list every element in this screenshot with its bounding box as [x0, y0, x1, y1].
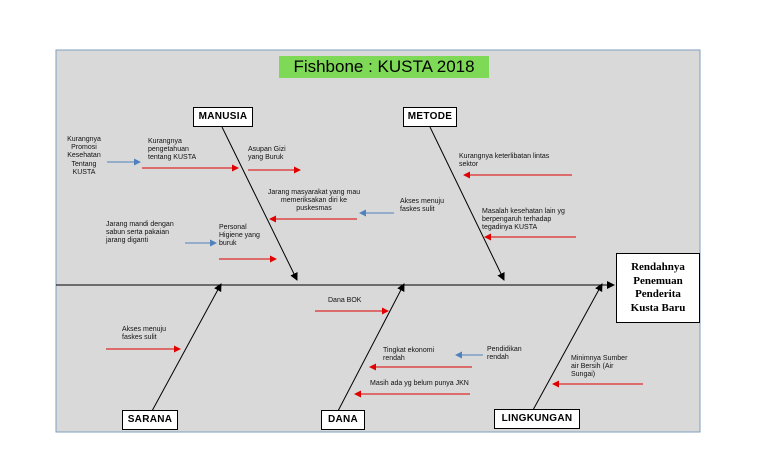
cause-kesehatan: Masalah kesehatan lain yg berpengaruh te…: [482, 208, 565, 232]
cause-mandi: Jarang mandi dengan sabun serta pakaian …: [106, 221, 174, 245]
bone-lingkungan: [532, 283, 603, 411]
cause-gizi: Asupan Gizi yang Buruk: [248, 146, 286, 162]
bone-metode: [429, 126, 505, 281]
bone-manusia: [221, 126, 298, 281]
cause-bok: Dana BOK: [328, 297, 362, 304]
diagram-background: [55, 49, 701, 433]
category-manusia: MANUSIA: [193, 107, 253, 127]
category-dana: DANA: [321, 410, 365, 430]
diagram-title: Fishbone : KUSTA 2018: [279, 56, 489, 78]
cause-akses-metode: Akses menuju faskes sulit: [400, 198, 444, 214]
bone-sarana: [151, 283, 222, 412]
cause-pengetahuan: Kurangnya pengetahuan tentang KUSTA: [148, 138, 197, 162]
cause-ekonomi: Tingkat ekonomi rendah: [383, 347, 435, 363]
cause-akses-sarana: Akses menuju faskes sulit: [122, 326, 166, 342]
cause-lintas: Kurangnya keterlibatan lintas sektor: [459, 153, 550, 169]
cause-air: Minimnya Sumber air Bersih (Air Sungai): [571, 355, 628, 379]
cause-pendidikan: Pendidikan rendah: [487, 346, 522, 362]
category-lingkungan: LINGKUNGAN: [494, 409, 580, 429]
effect-box: Rendahnya Penemuan Penderita Kusta Baru: [616, 253, 700, 323]
cause-periksa: Jarang masyarakat yang mau memeriksakan …: [267, 189, 361, 213]
cause-jkn: Masih ada yg belum punya JKN: [370, 380, 469, 387]
cause-hygiene: Personal Higiene yang buruk: [219, 224, 260, 248]
category-metode: METODE: [403, 107, 457, 127]
bone-dana: [337, 283, 405, 412]
cause-promosi: Kurangnya Promosi Kesehatan Tentang KUST…: [67, 136, 101, 176]
category-sarana: SARANA: [122, 410, 178, 430]
